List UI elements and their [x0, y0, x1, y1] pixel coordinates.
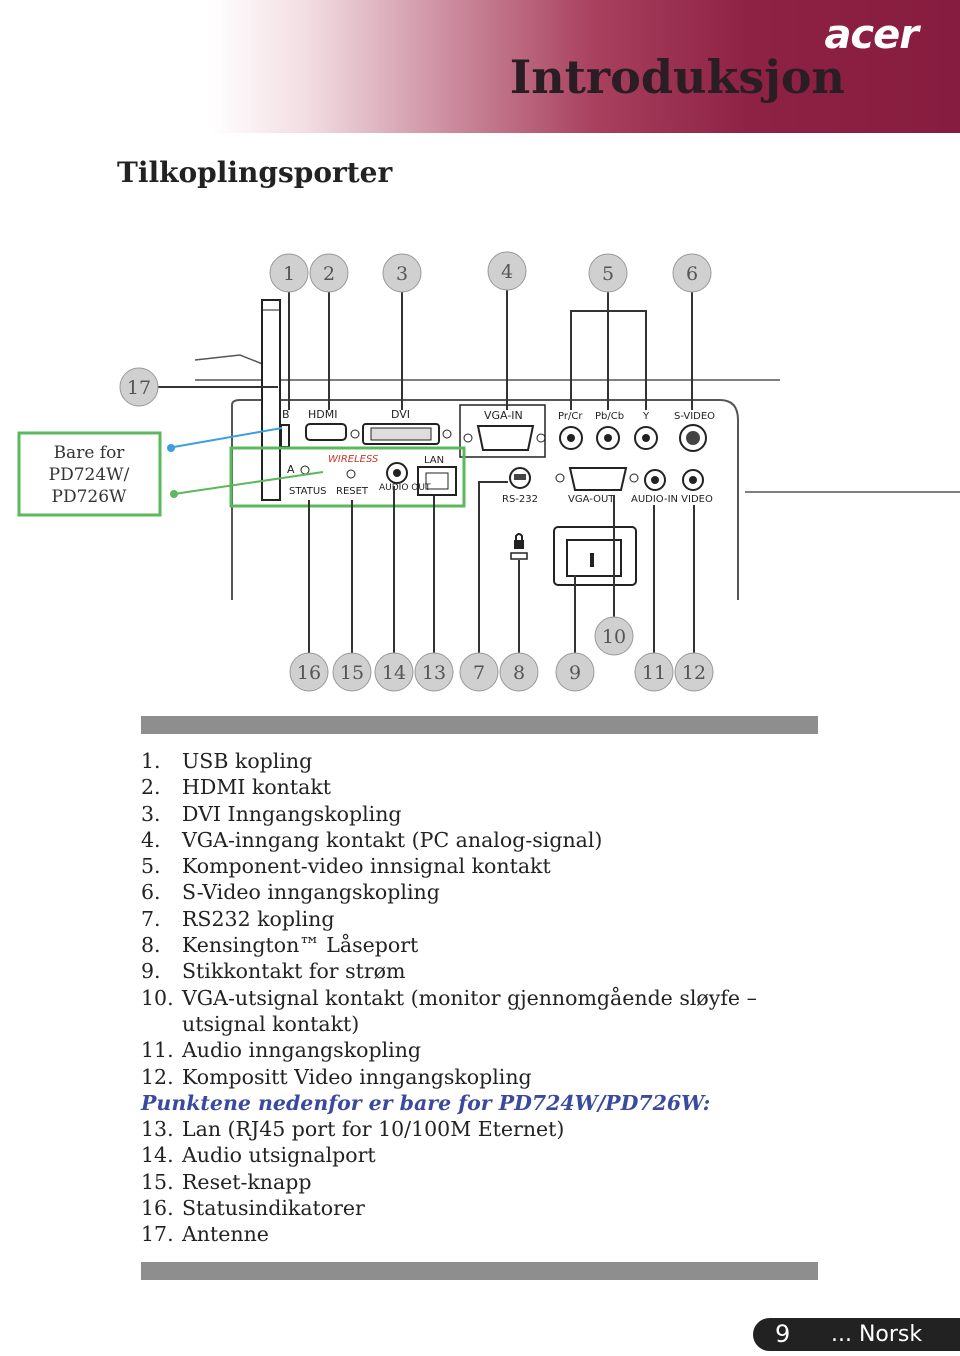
callout-number-8-circle [499, 652, 539, 692]
callout-number-17: 17 [127, 377, 151, 399]
callout-number-17-circle [119, 367, 159, 407]
port-label-vga-in: VGA-IN [484, 409, 523, 422]
note: Punktene nedenfor er bare for PD724W/PD7… [141, 1090, 711, 1115]
port-label-y: Y [642, 411, 650, 422]
page-header: Introduksjon acer [0, 0, 960, 133]
callout-number-2: 2 [323, 263, 335, 285]
usb-port [280, 424, 290, 448]
antenna [261, 299, 281, 501]
callout-number-15: 15 [340, 662, 364, 684]
section-title: Tilkoplingsporter [117, 156, 393, 189]
list-item: 14.Audio utsignalport [141, 1143, 376, 1168]
callout-number-13-circle [414, 652, 454, 692]
callout-number-16-circle [289, 652, 329, 692]
callout-number-10: 10 [602, 626, 626, 648]
port-label-hdmi: HDMI [308, 408, 337, 421]
callout-box [17, 431, 162, 517]
port-label-audio-in-video: AUDIO-IN VIDEO [631, 494, 713, 505]
reset-button [346, 469, 356, 479]
callout-number-7-circle [459, 652, 499, 692]
port-label-dvi: DVI [391, 408, 410, 421]
callout-number-13: 13 [422, 662, 446, 684]
top-rule [141, 716, 818, 734]
list-item: 15.Reset-knapp [141, 1169, 312, 1194]
callout-number-4-circle [487, 251, 527, 291]
callout-number-12: 12 [682, 662, 706, 684]
port-label-audio-out: AUDIO OUT [379, 483, 431, 493]
wireless-label: WIRELESS [328, 454, 379, 465]
chapter-title: Introduksjon [509, 50, 845, 104]
port-list: 1.USB kopling 2.HDMI kontakt 3.DVI Innga… [141, 748, 841, 1248]
port-label-vga-out: VGA-OUT [568, 494, 615, 505]
callout-number-3-circle [382, 253, 422, 293]
callout-number-2-circle [309, 253, 349, 293]
callout-number-9-circle [555, 652, 595, 692]
callout-number-11: 11 [642, 662, 666, 684]
callout-number-6-circle [672, 253, 712, 293]
list-item: 5.Komponent-video innsignal kontakt [141, 854, 551, 879]
ports-diagram: B HDMI DVI VGA-IN Pr/Cr Pb/Cb Y S-VIDEO … [17, 251, 960, 692]
callout-number-10-circle [594, 616, 634, 656]
callout-number-8: 8 [513, 662, 525, 684]
port-label-pr: Pr/Cr [558, 411, 583, 422]
port-label-a: A [287, 463, 295, 476]
list-item: 9.Stikkontakt for strøm [141, 959, 406, 984]
page-number: 9 [775, 1320, 791, 1348]
list-item: 13.Lan (RJ45 port for 10/100M Eternet) [141, 1117, 565, 1142]
acer-logo: acer [824, 12, 919, 58]
callout-number-6: 6 [686, 263, 698, 285]
callout-number-5-circle [588, 253, 628, 293]
callout-line-3: PD726W [52, 487, 128, 507]
hdmi-port [305, 423, 347, 441]
callout-number-1: 1 [283, 263, 295, 285]
footer-tab: 9 ... Norsk [753, 1318, 960, 1351]
callout-number-14: 14 [382, 662, 406, 684]
list-item: 7.RS232 kopling [141, 906, 335, 931]
wireless-box [229, 446, 466, 508]
callout-number-11-circle [634, 652, 674, 692]
list-item: 3.DVI Inngangskopling [141, 801, 402, 826]
lock-icon [514, 540, 524, 549]
port-label-b: B [282, 408, 290, 421]
callout-number-7: 7 [473, 662, 485, 684]
vga-in-port [476, 425, 535, 451]
list-item: 1.USB kopling [141, 749, 313, 773]
language-label: ... Norsk [831, 1322, 923, 1347]
bottom-rule [141, 1262, 818, 1280]
vga-out-port [568, 467, 628, 491]
callout-number-1-circle [269, 253, 309, 293]
callout-line-2: PD724W/ [49, 465, 130, 485]
list-item: 10.VGA-utsignal kontakt (monitor gjennom… [141, 985, 757, 1036]
list-item: 2.HDMI kontakt [141, 775, 332, 800]
callout-number-15-circle [332, 652, 372, 692]
port-label-rs232: RS-232 [502, 494, 538, 505]
list-item: 11.Audio inngangskopling [141, 1038, 422, 1063]
list-item: 12.Kompositt Video inngangskopling [141, 1064, 532, 1089]
port-label-lan: LAN [424, 455, 444, 466]
callout-number-9: 9 [569, 662, 581, 684]
callout-number-3: 3 [396, 263, 408, 285]
port-label-svideo: S-VIDEO [674, 411, 715, 422]
list-item: 4.VGA-inngang kontakt (PC analog-signal) [141, 827, 603, 852]
port-label-pb: Pb/Cb [595, 411, 624, 422]
callout-number-16: 16 [297, 662, 321, 684]
callout-number-14-circle [374, 652, 414, 692]
list-item: 8.Kensington™ Låseport [141, 933, 419, 958]
callout-number-4: 4 [501, 261, 513, 283]
callout-number-5: 5 [602, 263, 614, 285]
list-item: 16.Statusindikatorer [141, 1196, 365, 1221]
port-label-reset: RESET [336, 486, 369, 497]
port-label-status: STATUS [289, 486, 327, 497]
list-item: 6.S-Video inngangskopling [141, 880, 440, 905]
callout-line-1: Bare for [54, 443, 126, 463]
list-item: 17.Antenne [141, 1222, 269, 1247]
callout-number-12-circle [674, 652, 714, 692]
